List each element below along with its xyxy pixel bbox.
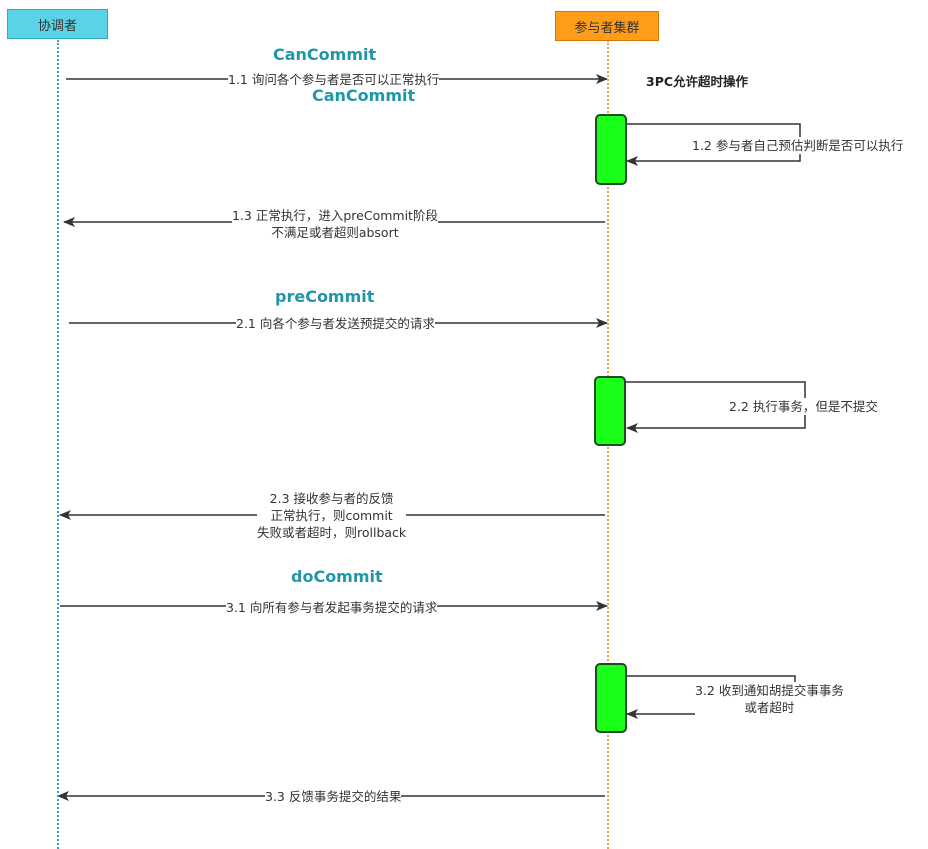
- message-label-3-2: 3.2 收到通知胡提交事事务 或者超时: [695, 682, 844, 716]
- message-label-3-3: 3.3 反馈事务提交的结果: [265, 788, 402, 805]
- phase-title-docommit: doCommit: [291, 567, 383, 586]
- message-label-1-2: 1.2 参与者自己预估判断是否可以执行: [692, 137, 904, 154]
- message-label-2-2: 2.2 执行事务，但是不提交: [729, 398, 878, 415]
- phase-title-precommit: preCommit: [275, 287, 375, 306]
- message-label-2-1: 2.1 向各个参与者发送预提交的请求: [236, 315, 435, 332]
- coordinator-lifeline: [57, 40, 59, 849]
- message-label-1-1: 1.1 询问各个参与者是否可以正常执行: [228, 71, 440, 88]
- timeout-note: 3PC允许超时操作: [646, 74, 749, 89]
- phase-title-cancommit: CanCommit: [273, 45, 377, 64]
- cluster-participant[interactable]: 参与者集群: [555, 11, 659, 41]
- activation-box-2[interactable]: [594, 376, 626, 446]
- message-label-1-3: 1.3 正常执行，进入preCommit阶段 不满足或者超则absort: [232, 207, 438, 241]
- activation-box-1[interactable]: [595, 114, 627, 185]
- coordinator-label: 协调者: [37, 18, 77, 34]
- activation-box-3[interactable]: [595, 663, 627, 733]
- message-label-2-3: 2.3 接收参与者的反馈 正常执行，则commit 失败或者超时，则rollba…: [257, 490, 407, 541]
- message-label-3-1: 3.1 向所有参与者发起事务提交的请求: [226, 599, 438, 616]
- coordinator-participant[interactable]: 协调者: [7, 9, 108, 39]
- phase-subtitle-cancommit: CanCommit: [312, 86, 416, 105]
- cluster-label: 参与者集群: [574, 20, 640, 36]
